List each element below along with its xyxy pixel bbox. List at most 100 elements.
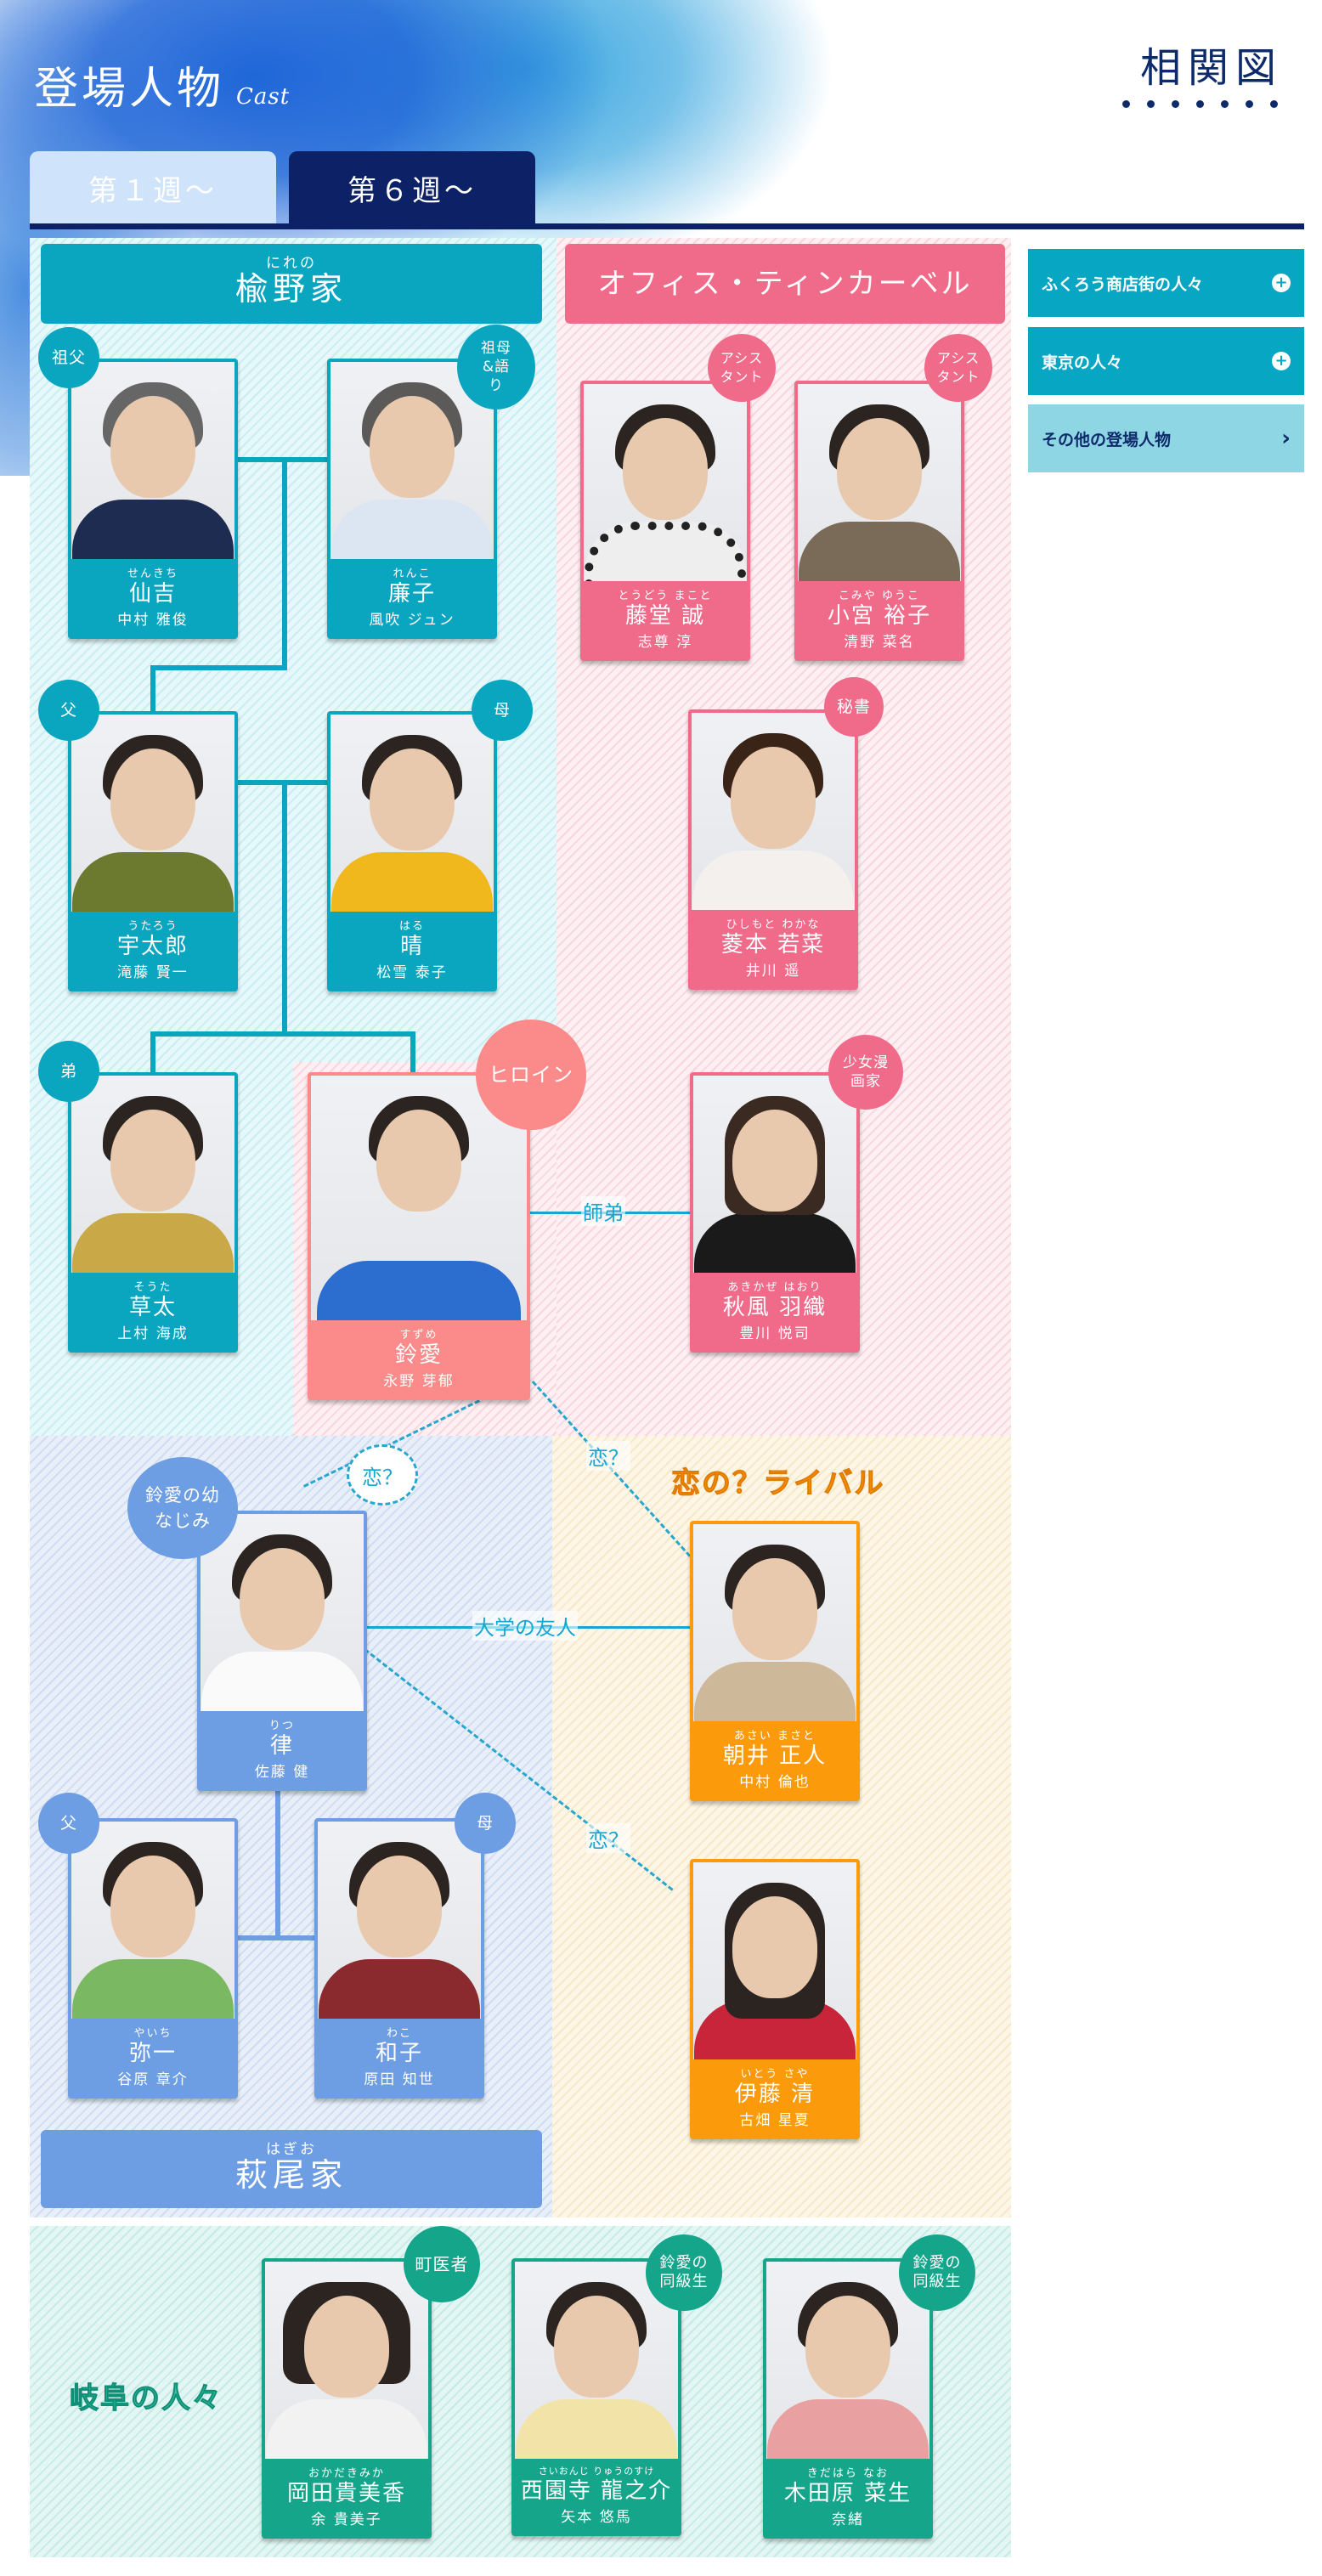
character-card-hishimoto[interactable]: ひしもと わかな菱本 若菜井川 遥 [688,709,858,990]
plus-circle-icon: + [1272,274,1291,292]
sidebar-item-label: 東京の人々 [1042,353,1123,372]
sidebar-item-label: ふくろう商店街の人々 [1042,274,1204,294]
character-kana: さいおんじ りゅうのすけ [538,2466,655,2477]
character-role: 廉子 [387,581,436,607]
tag-bubble: 鈴愛の同級生 [899,2234,975,2311]
character-role: 朝井 正人 [722,1743,828,1769]
character-photo [71,1076,234,1273]
connector-line [238,1935,331,1940]
character-photo [766,2262,929,2459]
character-card-asai[interactable]: あさい まさと朝井 正人中村 倫也 [690,1521,860,1801]
group-ruby: はぎお [266,2141,317,2158]
character-photo [265,2262,428,2459]
sidebar-item-fukurou[interactable]: ふくろう商店街の人々 + [1028,249,1304,317]
character-kana: あきかぜ はおり [727,1281,822,1294]
tag-text: アシスタント [936,350,980,385]
group-name: 萩尾家 [234,2156,347,2194]
character-kana: あさい まさと [733,1730,816,1743]
character-kana: ひしもと わかな [726,918,821,931]
character-photo [798,384,961,581]
character-card-kidahara[interactable]: きだはら なお木田原 菜生奈緒 [763,2258,933,2539]
tag-bubble: 鈴愛の幼なじみ [127,1457,238,1559]
character-card-suzume[interactable]: すずめ鈴愛永野 芽郁 [308,1072,530,1400]
tab-week-1[interactable]: 第１週～ [30,151,276,224]
character-photo [515,2262,678,2459]
tag-bubble: ヒロイン [476,1020,586,1130]
character-kana: うたろう [127,920,178,933]
character-kana: せんきち [127,568,178,580]
connector-line [150,665,287,670]
character-actor: 風吹 ジュン [369,612,455,629]
character-card-wako[interactable]: わこ和子原田 知世 [314,1818,484,2099]
character-card-renko[interactable]: れんこ廉子風吹 ジュン [327,359,497,639]
tag-text: アシスタント [720,350,764,385]
character-actor: 中村 雅俊 [117,612,189,629]
character-kana: こみや ゆうこ [838,590,921,602]
character-actor: 佐藤 健 [254,1764,310,1781]
character-role: 仙吉 [128,581,177,607]
group-title-gifu: 岐阜の人々 [70,2381,223,2416]
tag-bubble: 秘書 [824,677,884,737]
group-header-hagio: はぎお 萩尾家 [41,2130,542,2208]
tag-text: 少女漫画家 [843,1054,889,1090]
character-actor: 永野 芽郁 [383,1373,455,1390]
character-role: 鈴愛 [394,1342,443,1368]
chevron-right-icon: › [1281,426,1291,451]
tab-underline [30,223,1304,229]
character-card-utaro[interactable]: うたろう宇太郎滝藤 賢一 [68,711,238,991]
character-actor: 松雪 泰子 [376,964,448,981]
character-card-saionji[interactable]: さいおんじ りゅうのすけ西園寺 龍之介矢本 悠馬 [511,2258,681,2536]
character-photo [693,1862,856,2059]
character-kana: とうどう まこと [618,590,713,602]
diagram-label: 相関図 [1139,44,1283,92]
tag-bubble: 祖父 [38,327,99,388]
character-actor: 古畑 星夏 [739,2112,811,2129]
character-kana: わこ [386,2027,412,2040]
tag-bubble: 父 [38,1793,99,1854]
connector-line [275,1791,280,1940]
character-card-sota[interactable]: そうた草太上村 海成 [68,1072,238,1353]
character-card-okada[interactable]: おかだきみか岡田貴美香余 貴美子 [262,2258,432,2539]
character-actor: 中村 倫也 [739,1774,811,1791]
character-role: 木田原 菜生 [783,2481,912,2506]
character-role: 草太 [128,1295,177,1320]
tag-bubble: 父 [38,680,99,741]
character-role: 小宮 裕子 [827,603,932,629]
tag-bubble: 町医者 [404,2226,480,2302]
relation-label-shitei: 師弟 [581,1196,625,1226]
character-role: 晴 [399,934,424,959]
character-kana: はる [398,920,425,933]
character-photo [330,715,494,912]
character-role: 菱本 若菜 [720,932,826,958]
character-card-yaichi[interactable]: やいち弥一谷原 章介 [68,1818,238,2099]
page-title-text: 登場人物 [34,64,225,115]
tag-bubble: 鈴愛の同級生 [646,2234,722,2311]
character-card-todo[interactable]: とうどう まこと藤堂 誠志尊 淳 [580,381,750,661]
character-photo [201,1514,364,1711]
character-photo [693,1076,856,1273]
character-card-komiya[interactable]: こみや ゆうこ小宮 裕子清野 菜名 [794,381,964,661]
sidebar-item-others[interactable]: その他の登場人物 › [1028,404,1304,472]
character-actor: 原田 知世 [364,2071,435,2088]
character-kana: りつ [268,1720,296,1732]
sidebar-item-tokyo[interactable]: 東京の人々 + [1028,327,1304,395]
character-role: 西園寺 龍之介 [520,2478,673,2504]
character-card-senkichi[interactable]: せんきち仙吉中村 雅俊 [68,359,238,639]
page-title: 登場人物 Cast [34,53,290,116]
character-photo [693,1524,856,1721]
character-card-haru[interactable]: はる晴松雪 泰子 [327,711,497,991]
character-actor: 滝藤 賢一 [117,964,189,981]
tag-bubble: 母 [455,1793,516,1854]
relation-label-koi: 恋？ [586,1441,630,1471]
character-card-akikaze[interactable]: あきかぜ はおり秋風 羽織豊川 悦司 [690,1072,860,1353]
tag-text: 鈴愛の幼なじみ [145,1485,220,1531]
character-card-ito[interactable]: いとう さや伊藤 清古畑 星夏 [690,1859,860,2139]
tab-week-6[interactable]: 第６週～ [289,151,535,224]
character-role: 岡田貴美香 [286,2481,406,2506]
sidebar-item-label: その他の登場人物 [1042,430,1172,449]
character-role: 伊藤 清 [734,2082,816,2107]
plus-circle-icon: + [1272,352,1291,370]
character-card-ritsu[interactable]: りつ律佐藤 健 [197,1511,367,1791]
character-role: 弥一 [128,2041,177,2066]
page-title-sub: Cast [236,84,291,110]
